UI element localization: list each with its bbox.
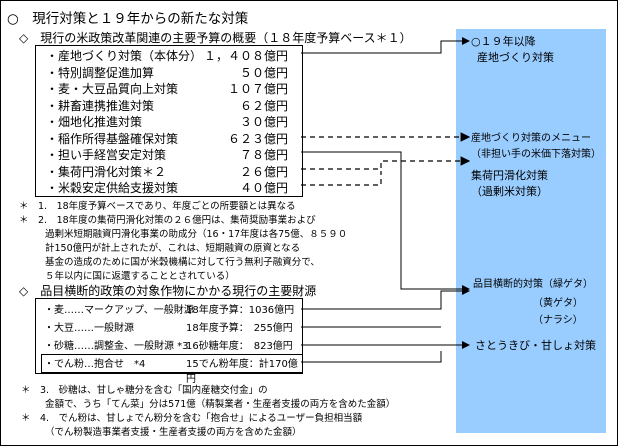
- sanchi-label: 産地づくり対策: [477, 51, 554, 64]
- arrow-to-sanchi: [301, 37, 470, 54]
- arrow-shuka: [301, 156, 471, 170]
- note-4-line: （でん粉製造事業者支援・生産者支援の両方を含めた金額）: [45, 427, 302, 438]
- arrow-ninaite: [301, 151, 470, 293]
- hinmoku-label: 品目横断的対策（緑ゲタ）: [473, 279, 593, 290]
- shuka-label: 集荷円滑化対策: [471, 169, 548, 182]
- note-3: ＊ 3. 砂糖は、甘しゃ糖分を含む「国内産糖交付金」の: [21, 385, 268, 396]
- future-measures-panel: [456, 29, 606, 433]
- menu-label: 産地づくり対策のメニュー: [471, 133, 591, 144]
- section2-heading: ◇ 品目横断的政策の対象作物にかかる現行の主要財源: [19, 284, 317, 298]
- note-2-line: 計150億円が計上されたが、これは、短期融資の原資となる: [45, 243, 301, 254]
- note-3-line: 金額で、うち「てん菜」分は571億（精製業者・生産者支援の両方を含めた金額）: [45, 399, 396, 410]
- note-2: ＊ 2. 18年度の集荷円滑化対策の２６億円は、集荷奨励事業および: [19, 215, 316, 226]
- satou-label: さとうきび・甘しょ対策: [475, 339, 596, 352]
- note-2-line: 過剰米短期融資円滑化事業の助成分（16・17年度は各75億、８５９０: [45, 229, 348, 240]
- arrow-beikoku: [301, 171, 382, 186]
- section1-heading: ◇ 現行の米政策改革関連の主要予算の概要（１８年度予算ベース＊１）: [19, 31, 412, 45]
- arrow-mugi: [301, 287, 470, 310]
- note-4: ＊ 4. でん粉は、甘しょでん粉分を含む「抱合せ」によるユーザー負担相当額: [21, 413, 363, 424]
- arrow-denpun: [301, 351, 442, 363]
- kigeta-label: （黄ゲタ）: [533, 298, 583, 309]
- note-2-line: 基金の造成のために国が米穀機構に対して行う無利子融資分で、: [45, 257, 320, 268]
- budget-row: ・産地づくり対策（本体分）１，４０８億円: [46, 49, 288, 63]
- starch-row-box: [41, 354, 303, 373]
- note-2-line: ５年以内に国に返還することとされている）: [45, 271, 235, 282]
- page-title: ○ 現行対策と１９年からの新たな対策: [7, 11, 249, 27]
- narashi-label: （ナラシ）: [533, 315, 583, 326]
- menu-sub-label: （非担い手の米価下落対策）: [471, 149, 601, 160]
- shuka-sub-label: （過剰米対策）: [471, 185, 548, 198]
- note-1: ＊ 1. 18年度予算ベースであり、年度ごとの所要額とは異なる: [19, 201, 296, 212]
- since19-label: ○１９年以降: [471, 35, 536, 48]
